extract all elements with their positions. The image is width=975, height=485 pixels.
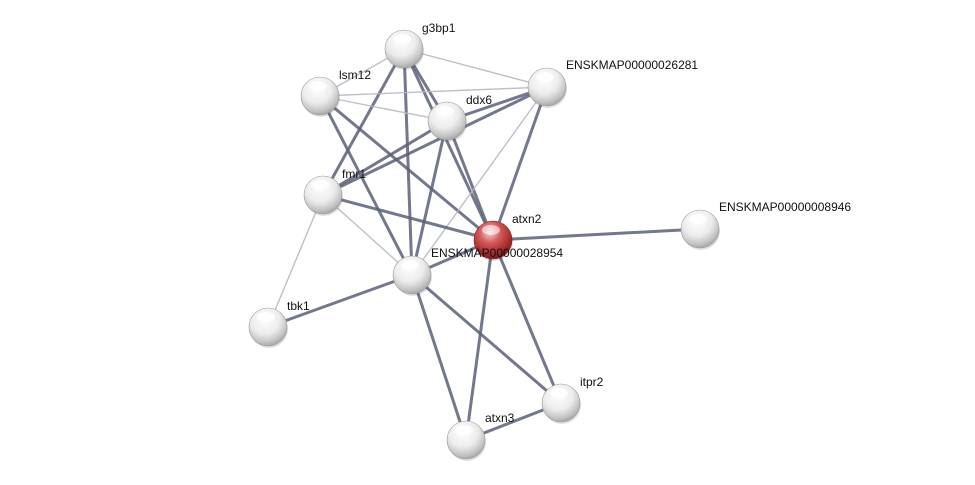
edge-ENSKMAP00000028954-atxn3 <box>410 273 468 442</box>
sphere-highlight <box>257 312 275 322</box>
edge-fmr1-ENSKMAP00000028954 <box>322 194 413 276</box>
node-label-lsm12: lsm12 <box>339 68 371 82</box>
edge-layer <box>266 47 702 442</box>
node-label-atxn3: atxn3 <box>485 411 515 425</box>
edge-lsm12-ddx6 <box>319 95 448 122</box>
node-label-ddx6: ddx6 <box>466 93 492 107</box>
node-label-tbk1: tbk1 <box>287 299 310 313</box>
node-label-g3bp1: g3bp1 <box>422 21 456 35</box>
sphere-highlight <box>309 81 327 91</box>
edge-ENSKMAP00000028954-itpr2 <box>410 273 563 405</box>
node-label-fmr1: fmr1 <box>342 167 366 181</box>
node-label-ENSKMAP00000028954: ENSKMAP00000028954 <box>431 246 563 260</box>
edge-ENSKMAP00000026281-atxn2 <box>491 85 549 242</box>
node-atxn3[interactable] <box>446 420 486 461</box>
edge-ENSKMAP00000026281-fmr1 <box>321 85 549 197</box>
node-atxn2[interactable] <box>473 220 513 261</box>
node-ENSKMAP00000008946[interactable] <box>680 209 720 250</box>
sphere-highlight <box>401 260 419 270</box>
edge-atxn2-atxn3 <box>464 238 495 442</box>
edge-ENSKMAP00000028954-tbk1 <box>266 273 414 329</box>
node-label-ENSKMAP00000026281: ENSKMAP00000026281 <box>566 58 698 72</box>
edge-g3bp1-ENSKMAP00000026281 <box>403 48 548 88</box>
sphere-highlight <box>550 388 568 398</box>
node-layer <box>248 29 720 461</box>
label-layer: g3bp1 lsm12 ENSKMAP00000026281 ddx6 fmr1 atxn… <box>287 21 851 425</box>
sphere-highlight <box>312 180 330 190</box>
edge-ddx6-ENSKMAP00000028954 <box>410 119 449 277</box>
edge-g3bp1-fmr1 <box>321 47 406 197</box>
edge-g3bp1-ENSKMAP00000028954 <box>402 47 414 277</box>
sphere-highlight <box>689 214 707 224</box>
node-g3bp1[interactable] <box>384 29 424 70</box>
node-ENSKMAP00000028954[interactable] <box>392 255 432 296</box>
sphere-highlight <box>393 34 411 44</box>
edge-ENSKMAP00000026281-ENSKMAP00000028954 <box>411 86 548 276</box>
edge-atxn2-ENSKMAP00000008946 <box>491 227 702 242</box>
node-fmr1[interactable] <box>303 175 343 216</box>
edge-atxn2-itpr2 <box>491 238 563 405</box>
node-ddx6[interactable] <box>427 101 467 142</box>
node-itpr2[interactable] <box>541 383 581 424</box>
node-label-ENSKMAP00000008946: ENSKMAP00000008946 <box>719 200 851 214</box>
sphere-highlight <box>482 225 500 235</box>
sphere-highlight <box>455 425 473 435</box>
sphere-highlight <box>436 106 454 116</box>
edge-fmr1-tbk1 <box>267 194 324 328</box>
node-lsm12[interactable] <box>300 76 340 117</box>
edge-ddx6-atxn2 <box>445 119 495 242</box>
sphere-highlight <box>536 72 554 82</box>
edge-ddx6-fmr1 <box>321 119 449 197</box>
edge-lsm12-ENSKMAP00000026281 <box>319 86 548 97</box>
node-label-itpr2: itpr2 <box>580 375 604 389</box>
edge-lsm12-ENSKMAP00000028954 <box>318 94 414 277</box>
edge-lsm12-atxn2 <box>318 94 495 242</box>
edge-g3bp1-atxn2 <box>402 47 495 242</box>
node-ENSKMAP00000026281[interactable] <box>527 67 567 108</box>
node-label-atxn2: atxn2 <box>512 212 542 226</box>
node-tbk1[interactable] <box>248 307 288 348</box>
edge-fmr1-atxn2 <box>321 193 495 242</box>
